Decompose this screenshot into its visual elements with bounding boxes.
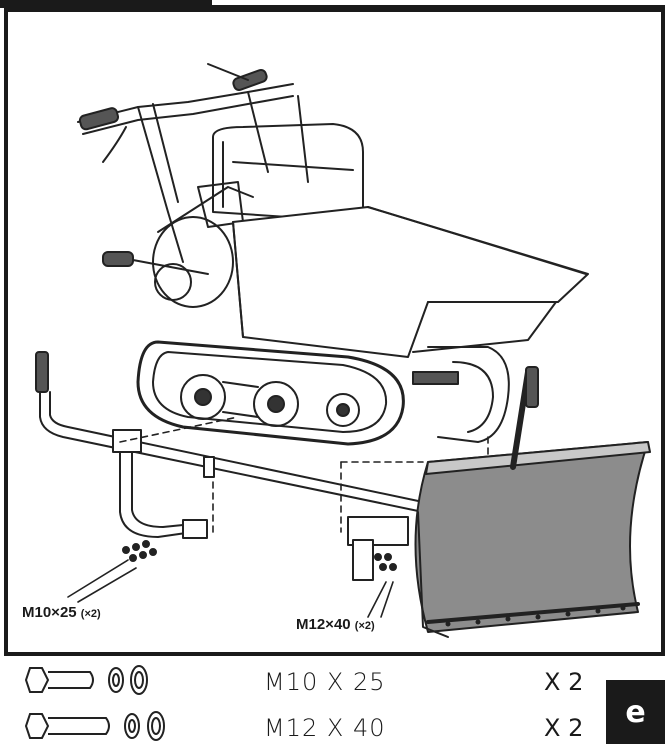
parts-row: M12 X 40 X 2 [4,708,604,748]
header-tab [0,0,212,8]
crawler-tracks [136,340,510,446]
page-badge: e [606,680,665,744]
plow-mount-frame [35,351,424,539]
parts-row: M10 X 25 X 2 [4,662,604,702]
callout-m10-bolts: M10×25 (×2) [22,604,101,621]
snow-plow-blade [414,366,651,638]
callout-arrows [67,559,394,618]
plow-mount-bracket [347,516,409,581]
bolt-washer-nut-icon [24,665,148,695]
part-size: M12 X 40 [264,714,386,742]
callout-m10-qty: (×2) [80,608,101,620]
leader-lines [119,416,489,533]
callout-m12-size: M12×40 [296,616,351,633]
callout-m12-bolts: M12×40 (×2) [296,616,375,633]
parts-list: M10 X 25 X 2 M12 X 40 X 2 [4,656,665,753]
dumper-snow-plow-drawing [35,63,651,638]
header-rule [212,5,665,8]
bolt-set-left [122,540,157,562]
assembly-illustration: M10×25 (×2) M12×40 (×2) [4,8,665,656]
bolt-washer-nut-icon [24,711,165,741]
part-qty: X 2 [544,668,584,696]
part-qty: X 2 [544,714,584,742]
dumper-bucket [232,206,589,358]
callout-m10-size: M10×25 [22,604,77,621]
part-size: M10 X 25 [264,668,386,696]
dumper-frame [212,123,364,223]
callout-m12-qty: (×2) [354,620,375,632]
